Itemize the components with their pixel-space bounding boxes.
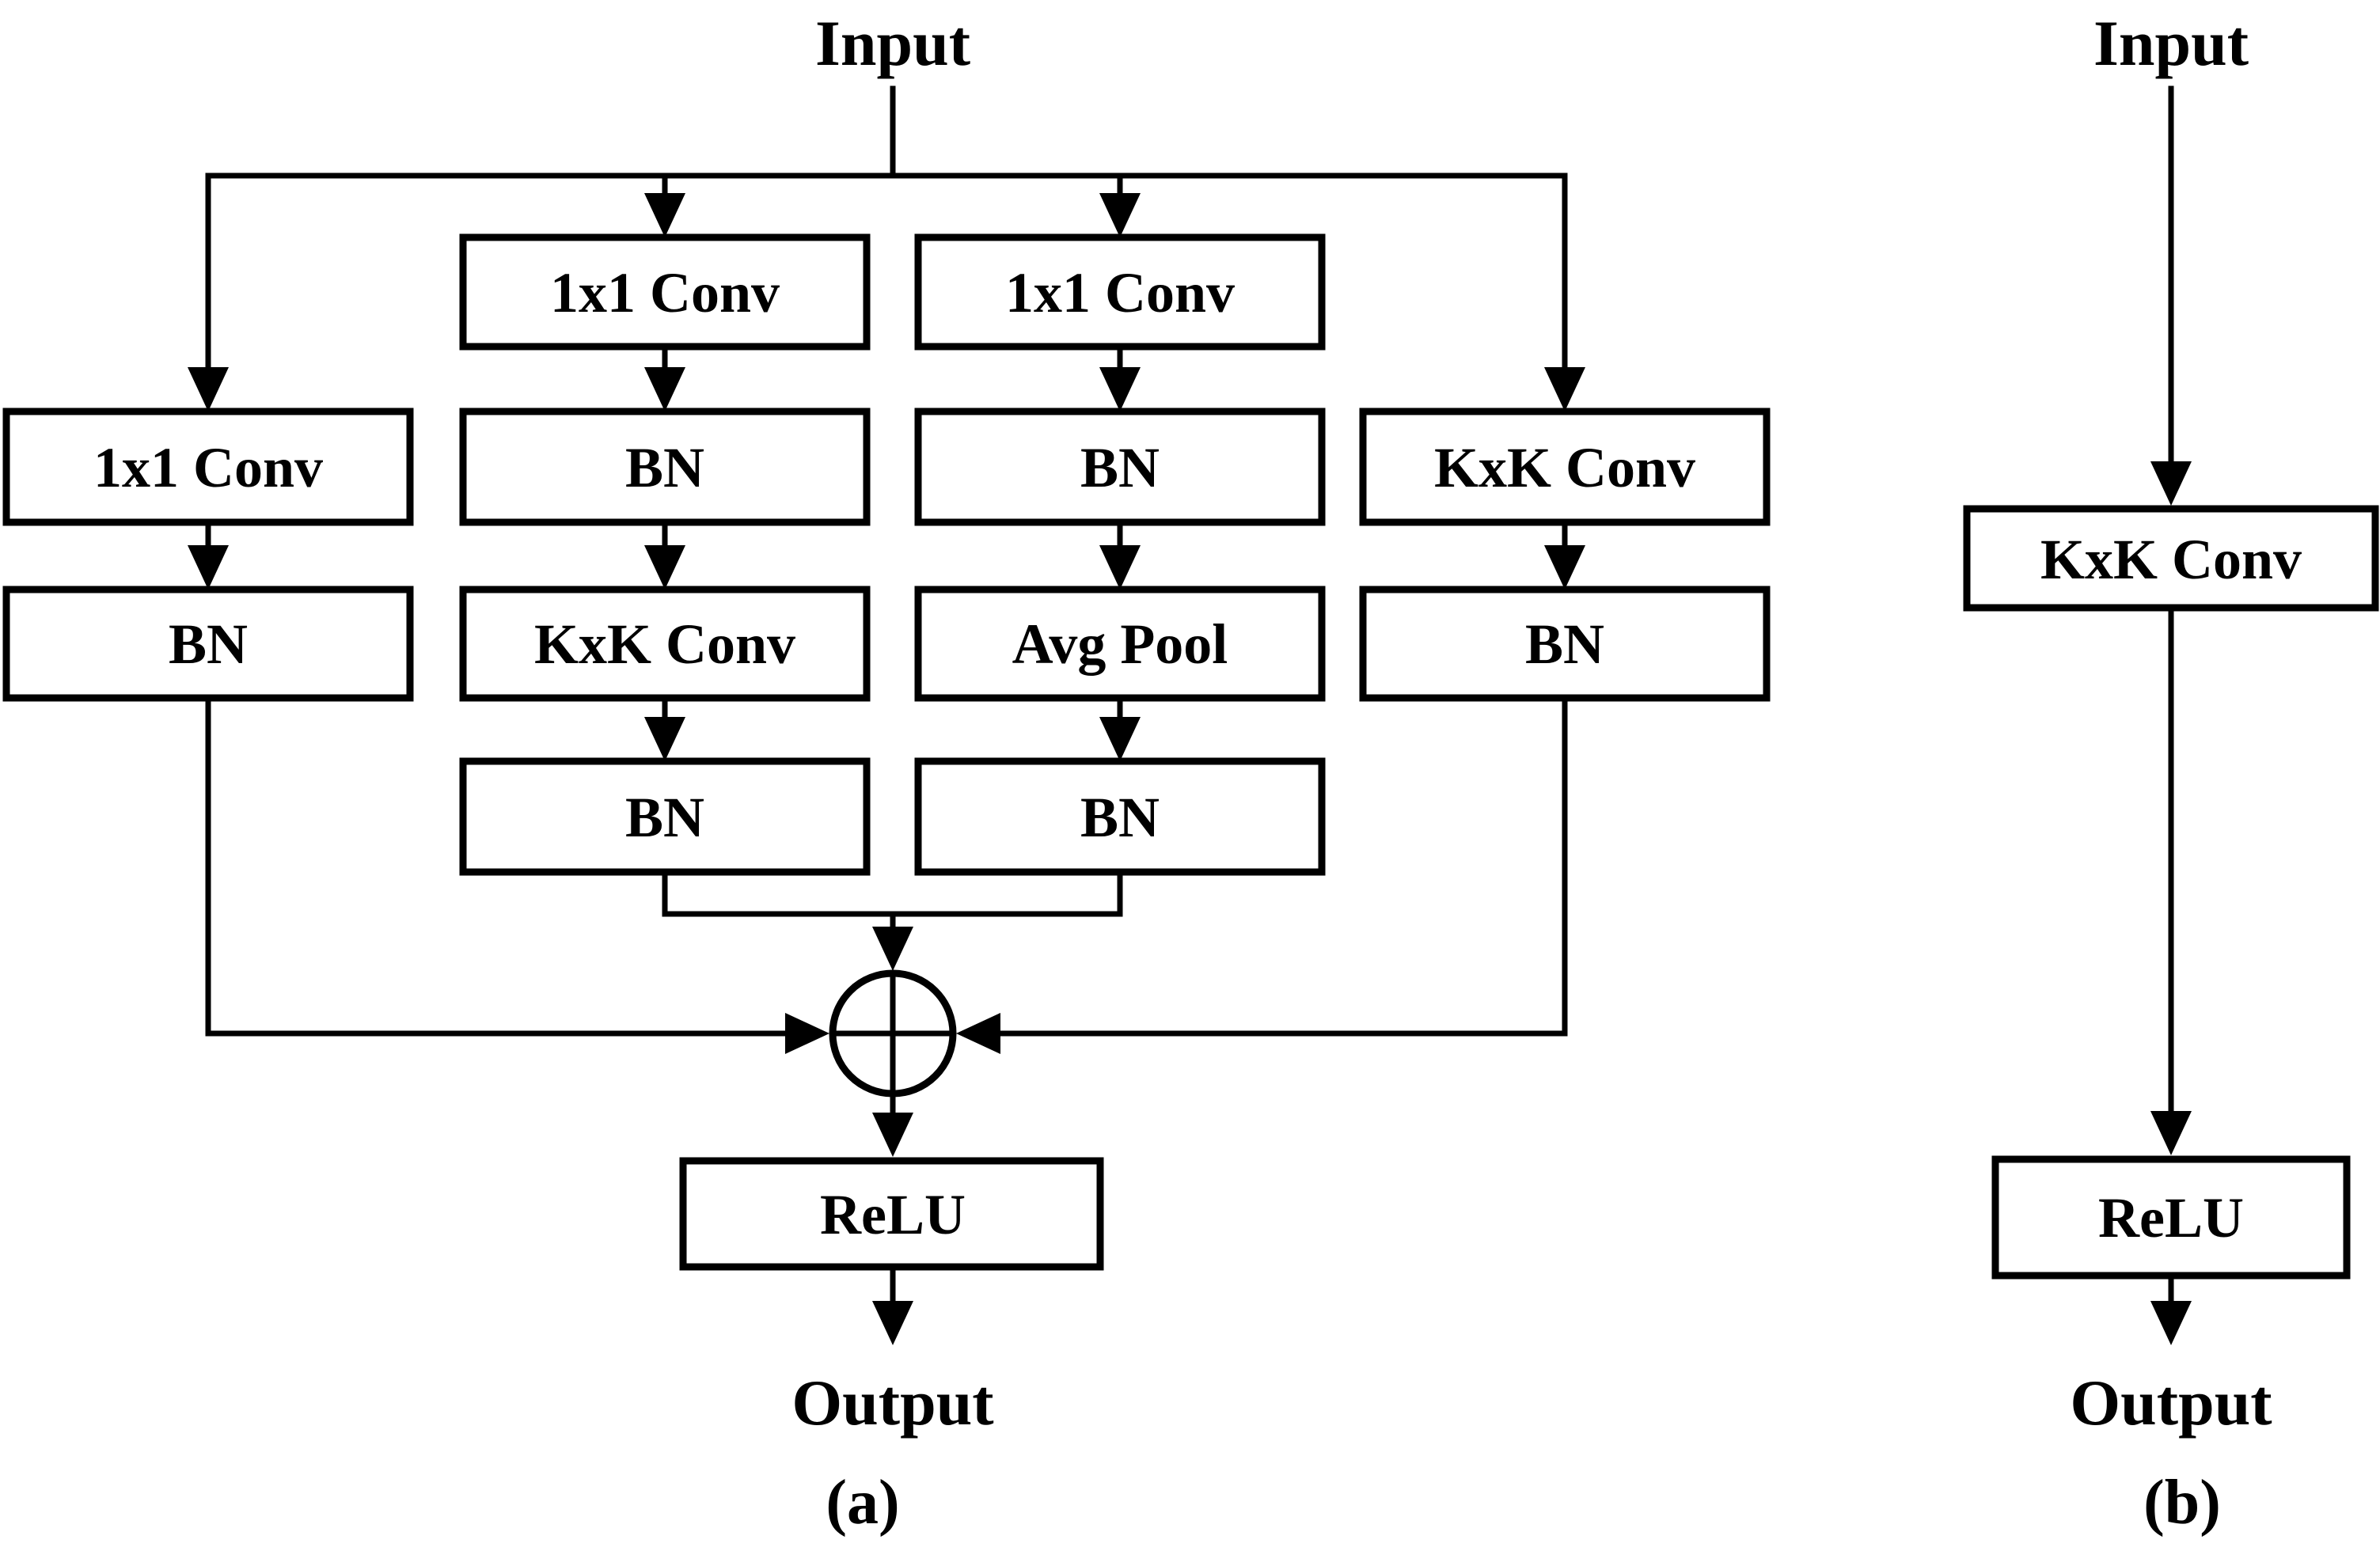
arrowhead-down-icon xyxy=(644,193,685,237)
node-b-relu-label: ReLU xyxy=(2098,1186,2244,1249)
panel-a-input-label: Input xyxy=(815,7,970,79)
node-a-midleft-1x1conv-label: 1x1 Conv xyxy=(550,261,780,324)
node-a-midright-avgpool xyxy=(914,586,1326,702)
node-b-relu xyxy=(1991,1155,2351,1280)
panel-b: Input KxK Conv ReLU Output (b) xyxy=(1963,7,2379,1538)
node-a-midright-1x1conv xyxy=(914,233,1326,351)
node-a-midright-1x1conv-label: 1x1 Conv xyxy=(1005,261,1235,324)
arrowhead-down-icon xyxy=(872,927,913,971)
arrowhead-down-icon xyxy=(644,717,685,761)
arrowhead-down-icon xyxy=(1544,545,1585,590)
node-a-left-bn xyxy=(2,586,414,702)
arrowhead-down-icon xyxy=(872,1113,913,1157)
node-b-kxkconv-label: KxK Conv xyxy=(2040,528,2302,591)
node-a-midright-avgpool-label: Avg Pool xyxy=(1012,612,1228,676)
panel-a: Input 1x1 Conv 1x1 Conv 1x1 Conv BN BN xyxy=(2,7,1771,1538)
arrowhead-left-icon xyxy=(956,1013,1000,1054)
node-a-right-kxkconv xyxy=(1359,408,1771,526)
node-a-left-1x1conv xyxy=(2,408,414,526)
node-a-midleft-bn2 xyxy=(459,757,871,876)
arrowhead-down-icon xyxy=(2150,1111,2192,1155)
arrowhead-down-icon xyxy=(1544,367,1585,411)
node-a-midright-bn2 xyxy=(914,757,1326,876)
node-a-midright-bn2-label: BN xyxy=(1080,786,1160,849)
node-a-right-bn xyxy=(1359,586,1771,702)
node-a-relu-label: ReLU xyxy=(820,1183,966,1246)
arrowhead-right-icon xyxy=(785,1013,829,1054)
arrowhead-down-icon xyxy=(188,367,229,411)
panel-b-output-label: Output xyxy=(2070,1367,2272,1439)
arrowhead-down-icon xyxy=(1099,717,1141,761)
node-a-midleft-bn2-label: BN xyxy=(625,786,704,849)
arrowhead-down-icon xyxy=(644,545,685,590)
arrowhead-down-icon xyxy=(2150,1301,2192,1345)
panel-a-output-label: Output xyxy=(791,1367,993,1439)
panel-b-caption: (b) xyxy=(2143,1468,2221,1538)
node-a-right-kxkconv-label: KxK Conv xyxy=(1434,436,1695,499)
arrowhead-down-icon xyxy=(188,545,229,590)
node-a-midleft-bn1-label: BN xyxy=(625,436,704,499)
node-a-midleft-bn1 xyxy=(459,408,871,526)
panel-a-caption: (a) xyxy=(826,1468,899,1538)
arrowhead-down-icon xyxy=(1099,193,1141,237)
arrowhead-down-icon xyxy=(1099,545,1141,590)
node-a-right-bn-label: BN xyxy=(1525,612,1604,676)
node-a-left-1x1conv-label: 1x1 Conv xyxy=(93,436,323,499)
node-a-midleft-kxkconv-label: KxK Conv xyxy=(534,612,795,676)
arrowhead-down-icon xyxy=(2150,461,2192,506)
arrowhead-down-icon xyxy=(1099,367,1141,411)
node-a-left-bn-label: BN xyxy=(169,612,248,676)
panel-b-input-label: Input xyxy=(2093,7,2249,79)
arrowhead-down-icon xyxy=(872,1301,913,1345)
arrowhead-down-icon xyxy=(644,367,685,411)
node-a-midright-bn1-label: BN xyxy=(1080,436,1160,499)
